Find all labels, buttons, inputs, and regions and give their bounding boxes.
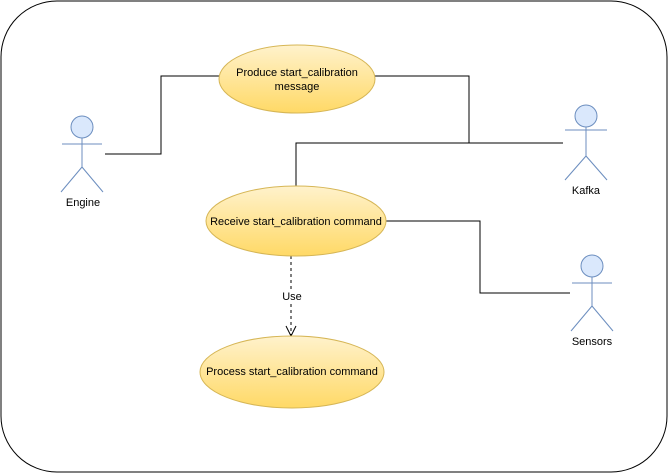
use-case-produce[interactable]: Produce start_calibration message — [218, 44, 376, 114]
actor-head — [70, 115, 94, 139]
dependency-label-bg — [280, 289, 304, 303]
use-case-receive[interactable]: Receive start_calibration command — [205, 185, 387, 257]
actor-leg-left — [564, 155, 587, 181]
actor-leg-left — [60, 166, 83, 193]
actor-label-kafka: Kafka — [572, 185, 601, 197]
actor-engine[interactable] — [60, 115, 104, 193]
use-case-label: Receive start_calibration command — [210, 216, 382, 228]
use-case-label-line2: message — [275, 81, 320, 93]
connectors — [105, 75, 570, 338]
use-case-label-line1: Produce start_calibration — [236, 67, 358, 79]
actor-leg-right — [585, 155, 608, 181]
use-case-shape — [205, 185, 387, 257]
use-case-process[interactable]: Process start_calibration command — [199, 335, 385, 409]
use-case-shape — [218, 44, 376, 114]
actor-leg-left — [570, 305, 593, 332]
actor-leg-right — [81, 166, 104, 193]
edge-receive-sensors — [386, 220, 570, 294]
actor-leg-right — [591, 305, 614, 332]
edge-engine-produce — [105, 75, 220, 155]
dependency-label: Use — [282, 291, 302, 303]
edge-receive-kafka — [295, 142, 563, 188]
actor-label-engine: Engine — [66, 197, 100, 209]
actor-kafka[interactable] — [564, 104, 608, 181]
use-case-label: Process start_calibration command — [206, 366, 378, 378]
actor-head — [574, 104, 598, 128]
actor-label-sensors: Sensors — [572, 336, 613, 348]
use-case-shape — [199, 335, 385, 409]
actor-sensors[interactable] — [570, 254, 614, 332]
actor-head — [580, 254, 604, 278]
